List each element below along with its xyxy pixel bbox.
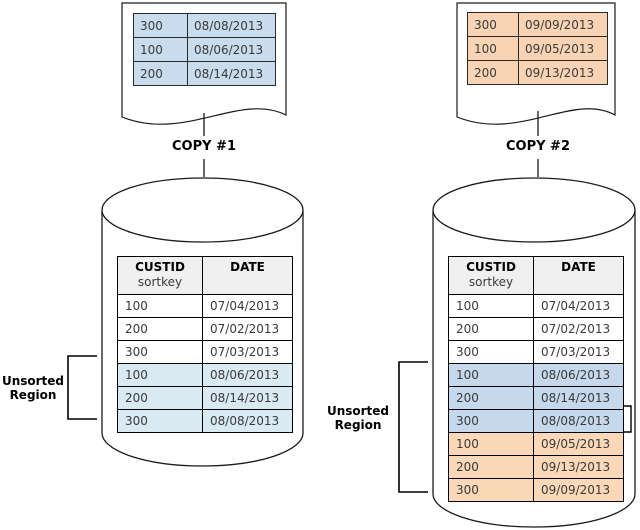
date-cell: 08/08/2013 <box>533 409 624 433</box>
custid-cell: 300 <box>117 409 203 433</box>
date-cell: 07/02/2013 <box>202 317 293 341</box>
custid-cell: 200 <box>467 60 519 85</box>
left-cylinder-top <box>101 177 304 243</box>
custid-cell: 100 <box>117 294 203 318</box>
date-cell: 09/13/2013 <box>533 455 624 479</box>
table-header-row: CUSTID sortkey DATE <box>117 256 293 295</box>
table-row-unsorted: 200 08/14/2013 <box>448 386 624 410</box>
date-cell: 08/14/2013 <box>187 61 276 86</box>
custid-header: CUSTID sortkey <box>448 256 534 295</box>
table-row: 300 09/09/2013 <box>467 12 608 37</box>
date-header: DATE <box>533 256 624 295</box>
custid-cell: 100 <box>133 37 188 62</box>
right-unsorted-bracket <box>398 361 428 493</box>
custid-cell: 200 <box>448 317 534 341</box>
label-line: Region <box>9 388 57 402</box>
table-row-unsorted: 300 08/08/2013 <box>117 409 293 433</box>
table-row: 100 07/04/2013 <box>117 294 293 318</box>
custid-cell: 300 <box>467 12 519 37</box>
date-cell: 07/03/2013 <box>533 340 624 364</box>
custid-cell: 300 <box>133 13 188 38</box>
copy2-table: 300 09/09/2013 100 09/05/2013 200 09/13/… <box>467 12 608 85</box>
date-cell: 08/14/2013 <box>533 386 624 410</box>
table-row-unsorted: 300 09/09/2013 <box>448 478 624 502</box>
custid-cell: 200 <box>448 386 534 410</box>
date-cell: 07/04/2013 <box>202 294 293 318</box>
table-row: 300 07/03/2013 <box>117 340 293 364</box>
sortkey-subheader: sortkey <box>137 275 183 289</box>
table-row-unsorted: 200 08/14/2013 <box>117 386 293 410</box>
date-cell: 08/06/2013 <box>533 363 624 387</box>
copy2-label: COPY #2 <box>506 139 570 154</box>
right-cylinder-top <box>432 177 636 243</box>
table-row: 100 07/04/2013 <box>448 294 624 318</box>
custid-cell: 100 <box>448 432 534 456</box>
table-row-unsorted: 100 09/05/2013 <box>448 432 624 456</box>
table-row: 300 08/08/2013 <box>133 13 276 38</box>
date-cell: 08/08/2013 <box>187 13 276 38</box>
table-header-row: CUSTID sortkey DATE <box>448 256 624 295</box>
table-row: 100 09/05/2013 <box>467 36 608 61</box>
label-line: Region <box>334 418 382 432</box>
table-row: 200 08/14/2013 <box>133 61 276 86</box>
left-unsorted-region-label: Unsorted Region <box>0 374 66 402</box>
custid-cell: 100 <box>448 294 534 318</box>
custid-cell: 100 <box>117 363 203 387</box>
custid-cell: 300 <box>448 340 534 364</box>
custid-cell: 200 <box>448 455 534 479</box>
custid-header: CUSTID sortkey <box>117 256 203 295</box>
sortkey-subheader: sortkey <box>468 275 514 289</box>
custid-cell: 200 <box>133 61 188 86</box>
custid-cell: 300 <box>117 340 203 364</box>
date-cell: 09/05/2013 <box>518 36 608 61</box>
date-cell: 08/06/2013 <box>202 363 293 387</box>
date-header: DATE <box>202 256 293 295</box>
date-cell: 09/09/2013 <box>533 478 624 502</box>
custid-cell: 200 <box>117 386 203 410</box>
custid-cell: 200 <box>117 317 203 341</box>
date-cell: 09/05/2013 <box>533 432 624 456</box>
custid-cell: 100 <box>448 363 534 387</box>
table-row-unsorted: 100 08/06/2013 <box>117 363 293 387</box>
table-row: 100 08/06/2013 <box>133 37 276 62</box>
date-cell: 09/09/2013 <box>518 12 608 37</box>
date-cell: 08/14/2013 <box>202 386 293 410</box>
merge-point-bracket <box>623 405 632 433</box>
table-row: 300 07/03/2013 <box>448 340 624 364</box>
date-cell: 08/06/2013 <box>187 37 276 62</box>
copy1-label: COPY #1 <box>172 139 236 154</box>
date-cell: 07/03/2013 <box>202 340 293 364</box>
table-row: 200 09/13/2013 <box>467 60 608 85</box>
left-unsorted-bracket <box>67 355 97 420</box>
date-cell: 08/08/2013 <box>202 409 293 433</box>
date-cell: 07/02/2013 <box>533 317 624 341</box>
table-row-unsorted: 100 08/06/2013 <box>448 363 624 387</box>
right-cylinder-table: CUSTID sortkey DATE 100 07/04/2013 200 0… <box>448 256 624 502</box>
custid-cell: 300 <box>448 478 534 502</box>
custid-header-text: CUSTID <box>466 260 516 274</box>
custid-cell: 300 <box>448 409 534 433</box>
label-line: Unsorted <box>326 404 390 418</box>
right-unsorted-region-label: Unsorted Region <box>322 404 394 432</box>
table-row-unsorted: 300 08/08/2013 <box>448 409 624 433</box>
copy1-table: 300 08/08/2013 100 08/06/2013 200 08/14/… <box>133 13 276 86</box>
label-line: Unsorted <box>1 374 65 388</box>
table-row: 200 07/02/2013 <box>448 317 624 341</box>
date-cell: 09/13/2013 <box>518 60 608 85</box>
left-cylinder-table: CUSTID sortkey DATE 100 07/04/2013 200 0… <box>117 256 293 433</box>
custid-header-text: CUSTID <box>135 260 185 274</box>
date-cell: 07/04/2013 <box>533 294 624 318</box>
table-row: 200 07/02/2013 <box>117 317 293 341</box>
table-row-unsorted: 200 09/13/2013 <box>448 455 624 479</box>
custid-cell: 100 <box>467 36 519 61</box>
